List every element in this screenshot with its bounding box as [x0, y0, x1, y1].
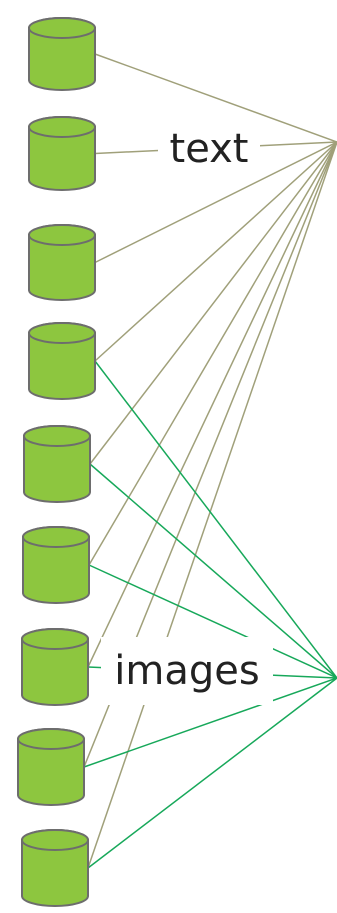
database-icon: [17, 728, 85, 806]
text-edge-db-9: [87, 141, 337, 869]
text-edge-db-4: [94, 141, 337, 362]
images-hub-label: images: [101, 637, 273, 705]
images-edge-db-5: [89, 463, 337, 679]
database-icon: [21, 829, 89, 907]
database-icon: [28, 322, 96, 400]
text-edge-db-7: [87, 141, 337, 668]
text-edge-db-5: [89, 141, 337, 465]
database-icon: [23, 425, 91, 503]
images-edge-db-8: [83, 677, 337, 768]
database-nodes: [17, 17, 96, 907]
text-hub-label: text: [158, 120, 260, 178]
database-icon: [21, 628, 89, 706]
database-icon: [28, 224, 96, 301]
images-edge-db-9: [87, 677, 337, 869]
images-edge-db-4: [94, 360, 337, 679]
text-edge-db-1: [94, 53, 337, 143]
database-icon: [28, 116, 96, 191]
database-icon: [22, 526, 90, 604]
images-edge-db-6: [88, 564, 337, 679]
text-edge-db-3: [94, 141, 337, 264]
text-edge-db-6: [88, 141, 337, 566]
database-icon: [28, 17, 96, 91]
